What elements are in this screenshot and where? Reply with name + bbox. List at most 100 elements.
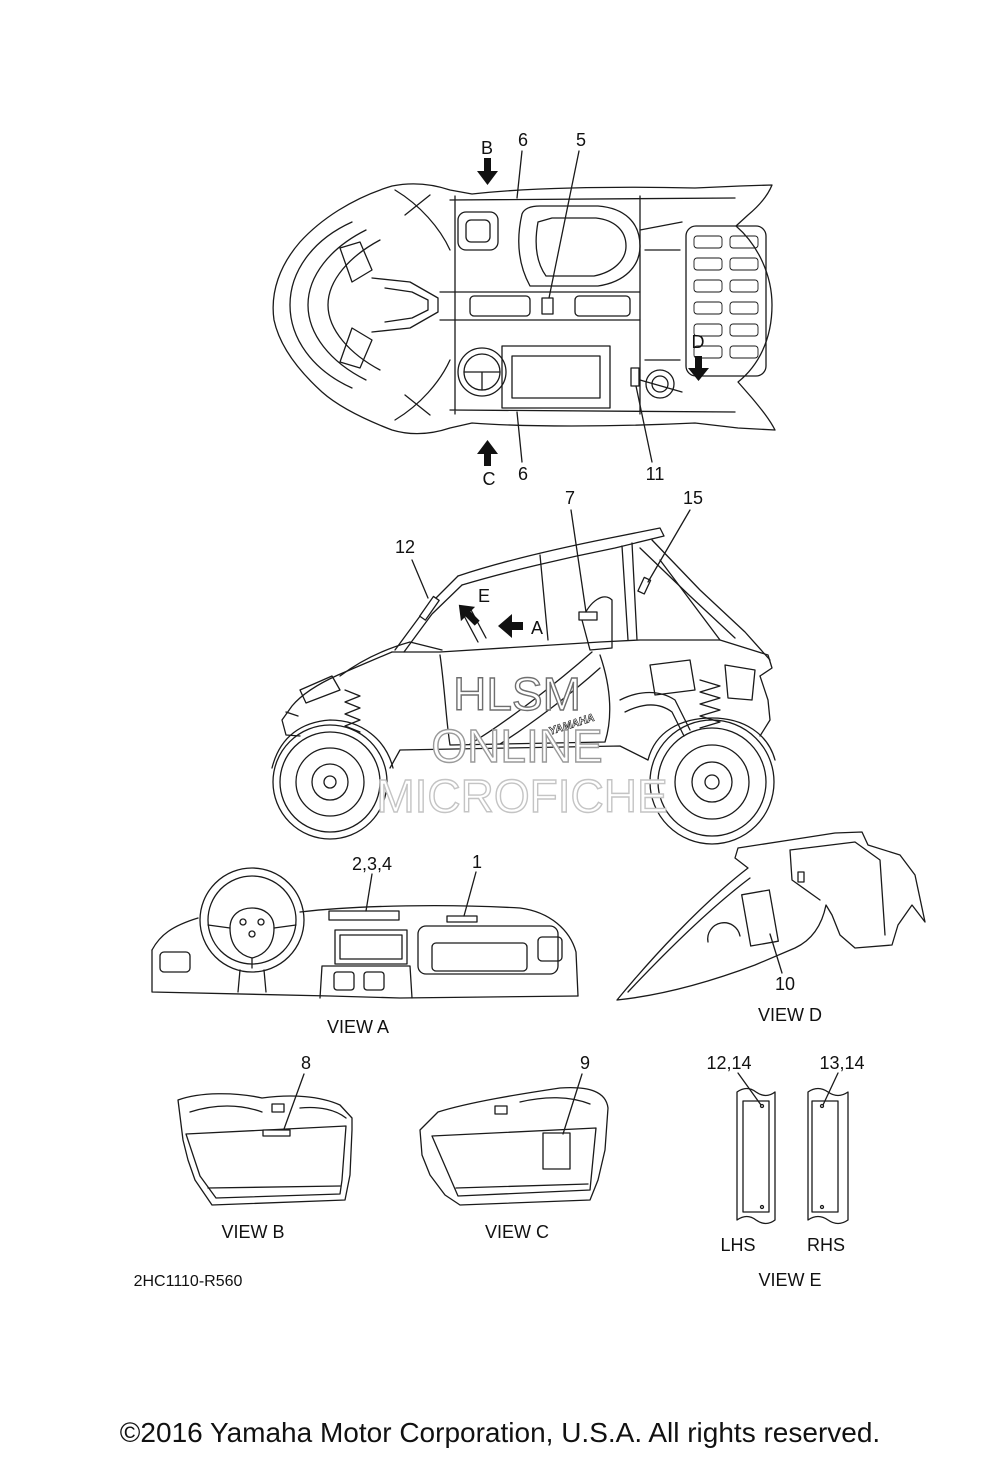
callout-5: 5 — [576, 130, 586, 150]
dash-top — [151, 905, 579, 997]
leader-15 — [647, 509, 691, 583]
view-a-drawing — [151, 867, 579, 999]
callout-10: 10 — [775, 974, 795, 994]
view-c-marker: C — [483, 469, 496, 489]
headlight-left — [339, 241, 373, 283]
callout-2-3-4: 2,3,4 — [352, 854, 392, 874]
fender-inner-edge — [627, 877, 751, 993]
rear-wheel-arch — [647, 717, 776, 761]
leader-13-14 — [822, 1072, 839, 1106]
leader-2-3-4 — [365, 873, 373, 912]
label-12-decal — [419, 595, 440, 621]
leader-1 — [463, 871, 477, 917]
door-tab — [271, 1103, 285, 1113]
passenger-seat-cushion — [535, 217, 627, 277]
rear-tank-cap — [645, 369, 675, 399]
right-door-trim — [455, 1097, 591, 1189]
diagram-code: 2HC1110-R560 — [134, 1273, 243, 1290]
dash-right-vent — [537, 936, 563, 962]
callout-15: 15 — [683, 488, 703, 508]
rhs-label-dot — [819, 1103, 825, 1109]
watermark-line-2: ONLINE — [431, 720, 602, 772]
front-grille-inner — [384, 287, 429, 323]
callout-12: 12 — [395, 537, 415, 557]
side-headlight — [299, 675, 341, 704]
callout-11: 11 — [646, 464, 665, 484]
front-hood-arc — [307, 229, 367, 381]
front-hood-arc — [289, 221, 353, 389]
fender-inner-box — [789, 841, 886, 936]
grab-handle — [457, 211, 499, 251]
leader-9 — [562, 1073, 583, 1135]
arrow-a-left-icon — [498, 614, 523, 638]
grab-handle-inner — [465, 219, 491, 243]
roll-cage-cross — [539, 554, 721, 641]
rear-shock-spring — [699, 679, 721, 729]
view-a-title: VIEW A — [327, 1017, 389, 1037]
exhaust-pipes — [619, 691, 691, 737]
cargo-bed-slots — [693, 235, 759, 359]
label-10-decal — [741, 889, 779, 947]
front-fender-lines — [394, 189, 451, 421]
leader-7 — [570, 509, 587, 613]
rhs-pillar — [807, 1087, 849, 1225]
view-d-title: VIEW D — [758, 1005, 822, 1025]
steering-wheel — [457, 347, 507, 397]
lhs-label: LHS — [720, 1235, 755, 1255]
arrow-b-down-icon — [477, 158, 498, 185]
passenger-seat — [518, 205, 641, 287]
rocker-panel — [389, 745, 649, 769]
fender-tab — [797, 871, 805, 883]
door-tab — [494, 1105, 508, 1115]
dash-left-vent — [159, 951, 191, 973]
rear-body — [759, 675, 771, 737]
callout-6-upper: 6 — [518, 130, 528, 150]
passenger-grab-bar — [417, 925, 559, 975]
door-sweep — [469, 651, 601, 745]
center-tunnel — [439, 291, 641, 321]
label-2-3-4-decal — [328, 910, 400, 921]
dash-bottom — [151, 949, 579, 999]
center-console — [319, 965, 413, 999]
top-view-body-outline — [272, 183, 776, 435]
headlight-right — [339, 327, 373, 369]
lhs-pillar — [736, 1087, 776, 1225]
front-suspension-spring — [344, 689, 361, 733]
label-11-decal — [630, 367, 640, 387]
console-knob — [333, 971, 355, 991]
view-e-drawing — [736, 1072, 849, 1225]
left-door-inner — [185, 1125, 347, 1199]
center-display — [334, 929, 408, 965]
engine-block — [649, 659, 756, 701]
front-wheel-arch — [271, 719, 394, 769]
watermark-line-3: MICROFICHE — [376, 770, 667, 822]
steering-button — [239, 918, 247, 926]
door-panel — [439, 654, 611, 746]
leader-10 — [769, 933, 783, 974]
rhs-label: RHS — [807, 1235, 845, 1255]
label-8-decal — [262, 1129, 291, 1137]
view-a-steering-wheel-inner — [207, 875, 297, 965]
callout-7: 7 — [565, 488, 575, 508]
console-knob — [363, 971, 385, 991]
steering-spokes — [463, 371, 501, 391]
label-1-decal — [446, 915, 478, 923]
rhs-label-decal — [811, 1100, 839, 1213]
view-b-title: VIEW B — [221, 1222, 284, 1242]
view-d-drawing — [616, 831, 926, 1001]
label-15-decal — [637, 576, 652, 595]
view-e-marker: E — [478, 586, 490, 606]
view-b-drawing — [177, 1073, 353, 1206]
roll-cage-rear — [621, 539, 771, 661]
callout-8: 8 — [301, 1053, 311, 1073]
side-view-drawing — [271, 509, 776, 845]
roll-cage-top — [457, 527, 665, 586]
cargo-bed — [685, 225, 767, 377]
callout-6-lower: 6 — [518, 464, 528, 484]
callout-13-14: 13,14 — [819, 1053, 864, 1073]
leader-12 — [411, 559, 429, 599]
leader-6-lower — [516, 411, 523, 463]
view-e-title: VIEW E — [758, 1270, 821, 1290]
rear-tank-cap-inner — [651, 375, 669, 393]
